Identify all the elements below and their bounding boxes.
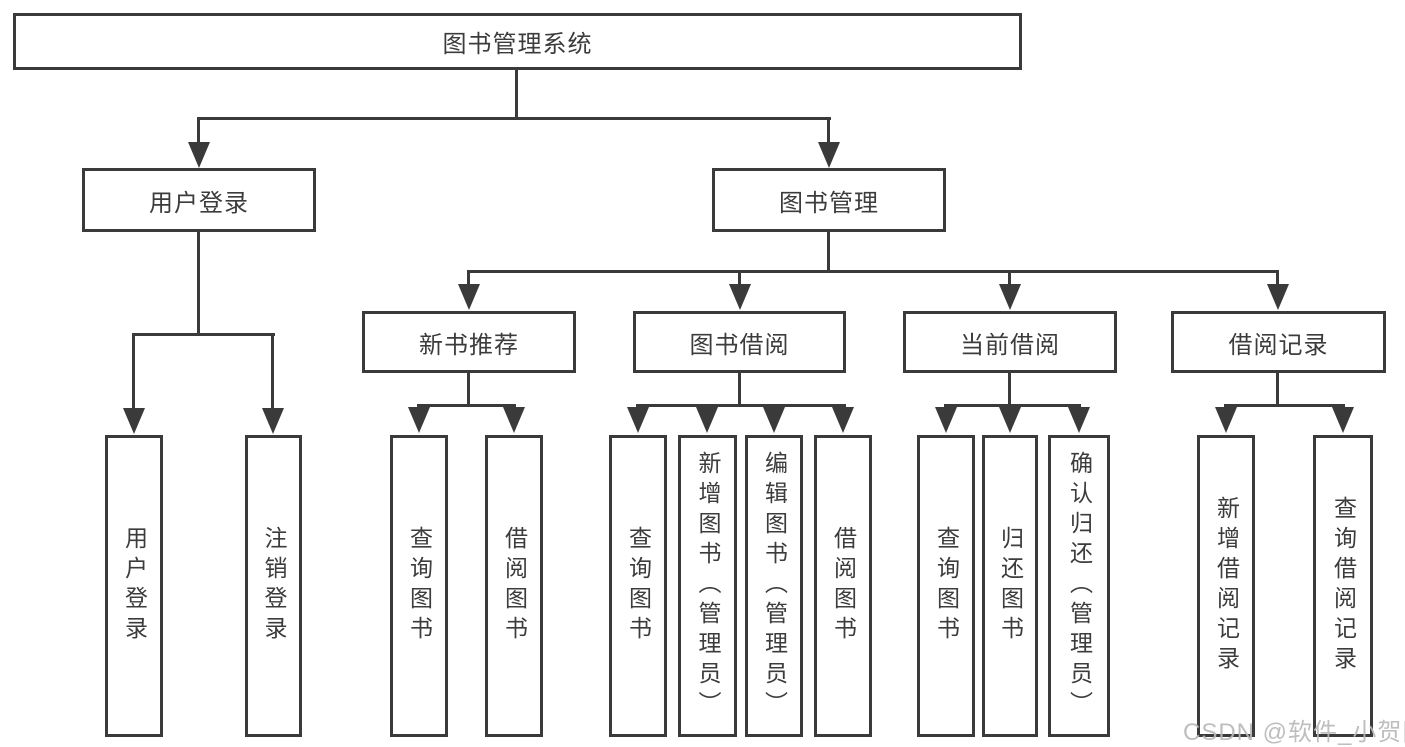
connector-line bbox=[1276, 270, 1279, 288]
connector-line bbox=[827, 232, 830, 273]
connector-line bbox=[738, 270, 741, 288]
leaf-confirm-return-admin: 确认归还（管理员） bbox=[1048, 435, 1110, 737]
leaf-add-borrow-record-label: 新增借阅记录 bbox=[1213, 496, 1240, 676]
leaf-query-books-recommend-label: 查询图书 bbox=[406, 526, 433, 646]
arrow-down-icon bbox=[818, 142, 840, 168]
arrow-down-icon bbox=[262, 408, 284, 434]
leaf-user-login: 用户登录 bbox=[105, 435, 163, 737]
node-current-borrow: 当前借阅 bbox=[903, 311, 1117, 373]
arrow-down-icon bbox=[935, 407, 957, 433]
node-new-book-recommend-label: 新书推荐 bbox=[419, 331, 519, 359]
leaf-edit-book-admin: 编辑图书（管理员） bbox=[745, 435, 803, 737]
connector-line bbox=[197, 117, 831, 120]
leaf-add-borrow-record: 新增借阅记录 bbox=[1197, 435, 1255, 737]
leaf-query-borrow-record: 查询借阅记录 bbox=[1313, 435, 1373, 737]
leaf-edit-book-admin-label: 编辑图书（管理员） bbox=[761, 451, 788, 721]
connector-line bbox=[132, 333, 275, 336]
leaf-add-book-admin: 新增图书（管理员） bbox=[678, 435, 737, 737]
connector-line bbox=[467, 270, 1279, 273]
node-borrow-records-label: 借阅记录 bbox=[1228, 331, 1329, 359]
arrow-down-icon bbox=[458, 284, 480, 310]
leaf-borrow-books-recommend-label: 借阅图书 bbox=[501, 526, 528, 646]
connector-line bbox=[197, 232, 200, 336]
connector-line bbox=[515, 70, 518, 118]
arrow-down-icon bbox=[188, 142, 210, 168]
leaf-borrow-books: 借阅图书 bbox=[814, 435, 872, 737]
node-new-book-recommend: 新书推荐 bbox=[362, 311, 576, 373]
leaf-logout-label: 注销登录 bbox=[261, 526, 287, 646]
arrow-down-icon bbox=[1332, 407, 1354, 433]
leaf-borrow-books-recommend: 借阅图书 bbox=[485, 435, 543, 737]
arrow-down-icon bbox=[503, 407, 525, 433]
connector-line bbox=[1224, 404, 1345, 407]
csdn-watermark: CSDN @软件_小贺同学 bbox=[1183, 719, 1405, 746]
leaf-query-borrow-record-label: 查询借阅记录 bbox=[1330, 496, 1357, 676]
leaf-query-books-borrow: 查询图书 bbox=[609, 435, 667, 737]
leaf-query-books-borrow-label: 查询图书 bbox=[625, 526, 652, 646]
leaf-logout: 注销登录 bbox=[245, 435, 302, 737]
connector-line bbox=[467, 270, 470, 288]
node-user-login: 用户登录 bbox=[82, 168, 316, 232]
connector-line bbox=[1276, 373, 1279, 407]
connector-line bbox=[1008, 270, 1011, 288]
leaf-borrow-books-label: 借阅图书 bbox=[830, 526, 857, 646]
node-root: 图书管理系统 bbox=[13, 13, 1022, 70]
arrow-down-icon bbox=[729, 284, 751, 310]
leaf-query-books-current: 查询图书 bbox=[917, 435, 975, 737]
arrow-down-icon bbox=[1267, 284, 1289, 310]
arrow-down-icon bbox=[999, 407, 1021, 433]
leaf-add-book-admin-label: 新增图书（管理员） bbox=[695, 451, 721, 721]
node-book-borrow: 图书借阅 bbox=[633, 311, 846, 373]
leaf-user-login-label: 用户登录 bbox=[121, 526, 148, 646]
node-borrow-records: 借阅记录 bbox=[1171, 311, 1386, 373]
leaf-return-book: 归还图书 bbox=[982, 435, 1038, 737]
arrow-down-icon bbox=[999, 284, 1021, 310]
arrow-down-icon bbox=[408, 407, 430, 433]
node-user-login-label: 用户登录 bbox=[149, 189, 249, 217]
arrow-down-icon bbox=[832, 407, 854, 433]
node-book-borrow-label: 图书借阅 bbox=[689, 331, 790, 359]
node-current-borrow-label: 当前借阅 bbox=[960, 331, 1060, 359]
connector-line bbox=[271, 333, 274, 410]
arrow-down-icon bbox=[627, 407, 649, 433]
leaf-query-books-recommend: 查询图书 bbox=[390, 435, 448, 737]
connector-line bbox=[636, 404, 846, 407]
connector-line bbox=[197, 117, 200, 145]
leaf-confirm-return-admin-label: 确认归还（管理员） bbox=[1066, 451, 1093, 721]
connector-line bbox=[944, 404, 1081, 407]
connector-line bbox=[1008, 373, 1011, 407]
arrow-down-icon bbox=[1068, 407, 1090, 433]
node-book-management-label: 图书管理 bbox=[779, 189, 879, 217]
leaf-return-book-label: 归还图书 bbox=[997, 526, 1024, 646]
arrow-down-icon bbox=[1215, 407, 1237, 433]
connector-line bbox=[417, 404, 516, 407]
arrow-down-icon bbox=[763, 407, 785, 433]
connector-line bbox=[738, 373, 741, 407]
connector-line bbox=[132, 333, 135, 410]
connector-line bbox=[827, 117, 830, 145]
arrow-down-icon bbox=[696, 407, 718, 433]
arrow-down-icon bbox=[123, 408, 145, 434]
node-root-label: 图书管理系统 bbox=[442, 31, 593, 58]
node-book-management: 图书管理 bbox=[712, 168, 946, 232]
leaf-query-books-current-label: 查询图书 bbox=[933, 526, 960, 646]
connector-line bbox=[467, 373, 470, 407]
